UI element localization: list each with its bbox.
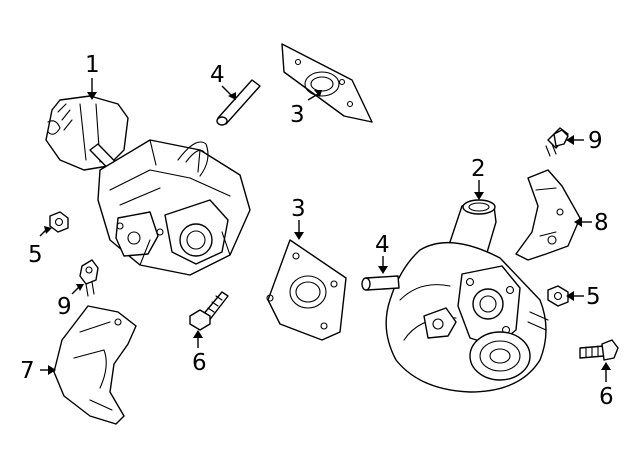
callout-9-right: 9 <box>588 128 603 154</box>
turbocharger-right <box>385 199 549 393</box>
gasket-middle <box>266 239 347 341</box>
nut-left <box>49 211 69 233</box>
stud-right <box>545 127 569 157</box>
callout-numbers: 1 2 3 3 4 4 5 5 6 6 7 8 9 9 <box>20 52 614 410</box>
nut-right <box>547 285 569 307</box>
callout-leaders <box>39 78 611 382</box>
dowel-pin-top <box>216 79 261 126</box>
callout-9-left: 9 <box>57 294 72 320</box>
callout-1: 1 <box>85 52 100 78</box>
turbocharger-left <box>45 95 251 276</box>
callout-4-top: 4 <box>210 62 225 88</box>
callout-3-top: 3 <box>290 102 305 128</box>
callout-5-right: 5 <box>586 284 601 310</box>
callout-8: 8 <box>594 210 609 236</box>
gasket-top <box>281 43 373 123</box>
callout-7: 7 <box>20 358 35 384</box>
dowel-pin-middle <box>361 275 400 291</box>
callout-3-middle: 3 <box>291 196 306 222</box>
heat-shield-lower <box>53 305 137 425</box>
callout-6-middle: 6 <box>192 350 207 376</box>
callout-5-left: 5 <box>28 242 43 268</box>
callout-6-right: 6 <box>599 384 614 410</box>
callout-4-middle: 4 <box>375 232 390 258</box>
bracket-right <box>515 169 581 261</box>
bolt-right <box>579 339 619 361</box>
callout-2: 2 <box>471 156 486 182</box>
bolt-middle <box>189 291 229 331</box>
stud-left <box>79 259 99 297</box>
